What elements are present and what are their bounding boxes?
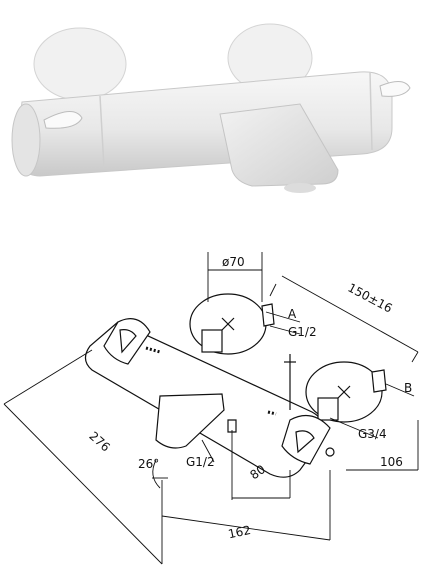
dim-diameter: ø70 <box>222 255 245 269</box>
dim-thread-a: G1/2 <box>288 325 317 339</box>
dim-length: 276 <box>86 429 112 455</box>
drawing-left-hatch <box>145 346 161 354</box>
technical-drawing <box>3 252 419 565</box>
product-photo <box>11 23 411 193</box>
spout <box>219 103 339 187</box>
right-handle-lever-icon <box>379 81 411 97</box>
right-handle-divider <box>369 71 373 151</box>
dim-centers: 150±16 <box>346 281 395 316</box>
left-handle-lever-icon <box>43 111 83 129</box>
connector-a <box>261 303 275 327</box>
dim-width: 162 <box>227 523 252 541</box>
drawing-right-nut <box>317 397 339 421</box>
left-handle-divider <box>99 95 105 169</box>
dim-thread-b: G3/4 <box>358 427 387 441</box>
drawing-left-nut <box>201 329 223 353</box>
dim-port-a: A <box>288 307 297 321</box>
drawing-right-lever-icon <box>295 430 315 454</box>
dim-spout-thread: G1/2 <box>186 455 215 469</box>
dim-port-b: B <box>404 381 412 395</box>
left-wall-disc <box>33 27 127 101</box>
dim-depth: 106 <box>380 455 403 469</box>
dim-angle: 26° <box>138 457 159 471</box>
connector-b <box>371 369 387 393</box>
left-handle-cap <box>11 103 41 177</box>
spout-outlet <box>284 183 316 193</box>
dimension-lines <box>3 252 419 565</box>
drawing-left-lever-icon <box>119 329 137 354</box>
drawing-spout <box>155 393 225 449</box>
